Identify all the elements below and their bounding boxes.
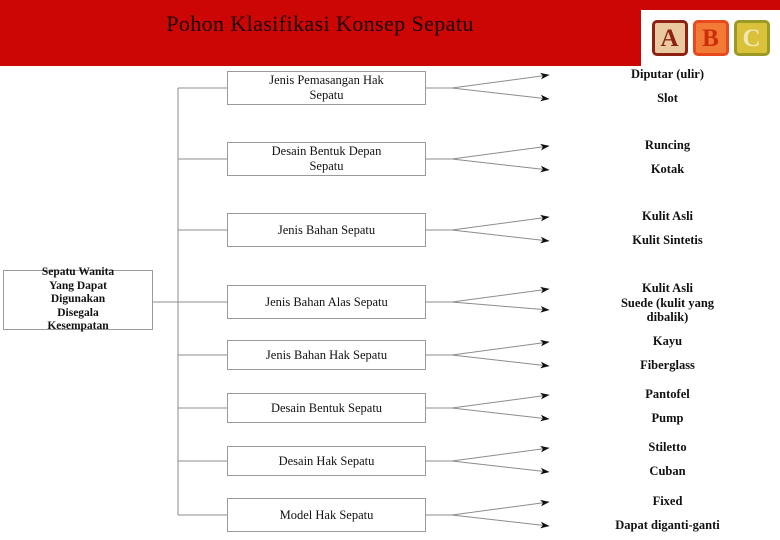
branch-node-label: Jenis Bahan Alas Sepatu (265, 294, 388, 309)
branch-node-4[interactable]: Jenis Bahan Hak Sepatu (227, 340, 426, 370)
branch-node-5[interactable]: Desain Bentuk Sepatu (227, 393, 426, 423)
leaf-label-4-0[interactable]: Kayu (652, 334, 683, 348)
branch-node-6[interactable]: Desain Hak Sepatu (227, 446, 426, 476)
abc-block-b-icon: B (692, 20, 729, 56)
leaf-label-0-1[interactable]: Slot (657, 91, 678, 105)
leaf-label-5-0[interactable]: Pantofel (645, 387, 690, 401)
branch-node-label: Model Hak Sepatu (279, 507, 374, 522)
abc-block-a-icon: A (651, 20, 688, 56)
branch-node-7[interactable]: Model Hak Sepatu (227, 498, 426, 532)
branch-node-label: Jenis Bahan Sepatu (277, 222, 376, 237)
branch-node-label: Desain Bentuk Sepatu (270, 400, 383, 415)
leaf-label-6-0[interactable]: Stiletto (648, 440, 687, 454)
abc-blocks-logo: A B C (641, 10, 780, 66)
leaf-label-3-0[interactable]: Kulit Asli (641, 281, 694, 295)
leaf-label-2-1[interactable]: Kulit Sintetis (632, 233, 703, 247)
leaf-label-4-1[interactable]: Fiberglass (640, 358, 695, 372)
leaf-label-7-0[interactable]: Fixed (652, 494, 683, 508)
branch-node-3[interactable]: Jenis Bahan Alas Sepatu (227, 285, 426, 319)
leaf-label-0-0[interactable]: Diputar (ulir) (630, 67, 705, 81)
abc-block-c-icon: C (733, 20, 770, 56)
branch-node-label: Jenis Bahan Hak Sepatu (265, 347, 388, 362)
leaf-label-2-0[interactable]: Kulit Asli (641, 209, 694, 223)
leaf-label-7-1[interactable]: Dapat diganti-ganti (615, 518, 720, 532)
leaf-label-1-1[interactable]: Kotak (650, 162, 685, 176)
leaf-label-5-1[interactable]: Pump (651, 411, 684, 425)
leaf-label-6-1[interactable]: Cuban (649, 464, 686, 478)
page-title: Pohon Klasifikasi Konsep Sepatu (166, 11, 474, 36)
branch-node-label: Desain Hak Sepatu (278, 453, 375, 468)
branch-node-2[interactable]: Jenis Bahan Sepatu (227, 213, 426, 247)
leaf-label-1-0[interactable]: Runcing (644, 138, 691, 152)
